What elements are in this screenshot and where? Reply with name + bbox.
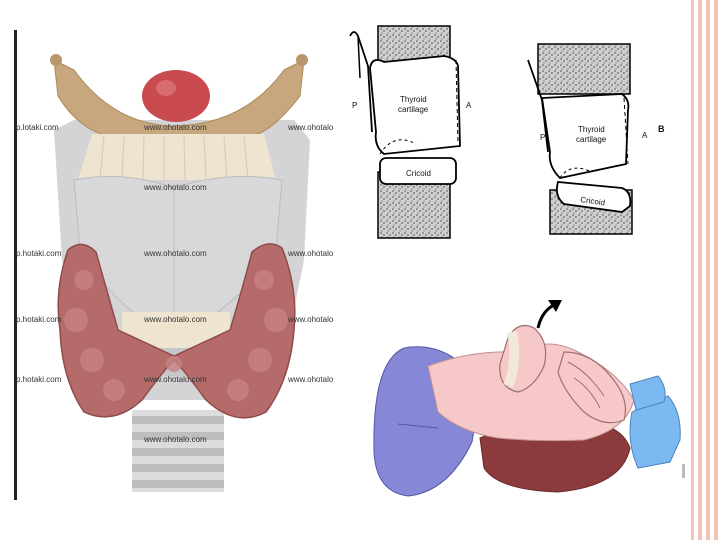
- cartilage-diagram-a: Thyroid cartilage Cricoid P A: [344, 22, 484, 242]
- watermark: www.ohotalo.com: [143, 435, 207, 444]
- posterior-label: P: [352, 101, 357, 110]
- thyroid-cartilage-label: Thyroid cartilage: [576, 125, 607, 144]
- thyroid-label-line: cartilage: [398, 105, 429, 114]
- thyroid-cartilage-outline: [540, 93, 630, 179]
- thyroid-cartilage-outline: [369, 55, 461, 155]
- thyroid-label-line: Thyroid: [400, 95, 427, 104]
- anterior-label: A: [642, 131, 648, 140]
- edge-watermark: p.hotaki.com: [16, 249, 62, 258]
- decorative-border: [690, 0, 720, 540]
- edge-watermark: www.ohotalo: [287, 249, 334, 258]
- thyroid-label-line: Thyroid: [578, 125, 605, 134]
- thyroid-cartilage-label: Thyroid cartilage: [398, 95, 429, 114]
- edge-watermark: www.ohotalo: [287, 315, 334, 324]
- watermark: www.ohotalo.com: [143, 315, 207, 324]
- edge-watermark: p.hotaki.com: [16, 315, 62, 324]
- edge-watermark: www.ohotalo: [287, 375, 334, 384]
- cricoid-outline: [555, 181, 632, 213]
- sleeve-cuff: [629, 375, 666, 411]
- cartilage-diagram-b: Thyroid cartilage Cricoid P A B: [524, 40, 674, 240]
- hyoid-bone: [53, 59, 305, 136]
- edge-watermark: www.ohotalo: [287, 123, 334, 132]
- watermark: www.ohotalo.com: [143, 123, 207, 132]
- edge-watermark: p.hotaki.com: [16, 375, 62, 384]
- airway-manoeuvre-image: [368, 292, 688, 502]
- thyroid-label-line: cartilage: [576, 135, 607, 144]
- watermark: www.ohotalo.com: [143, 183, 207, 192]
- cricoid-outline: [379, 157, 457, 185]
- cricoid-label: Cricoid: [580, 195, 606, 207]
- anterior-label: A: [466, 101, 472, 110]
- thyroid-larynx-image: www.ohotalo.com www.ohotalo.com www.ohot…: [14, 30, 344, 500]
- posterior-label: P: [540, 133, 545, 142]
- sleeve-cuff: [629, 395, 681, 469]
- cricoid-label: Cricoid: [406, 169, 431, 178]
- epiglottis: [142, 70, 210, 122]
- rescuer-hand: [557, 351, 627, 424]
- trachea-rings: [132, 410, 224, 492]
- edge-watermark: p.lotaki.com: [16, 123, 59, 132]
- figure-b-label: B: [658, 124, 665, 134]
- watermark: www.ohotalo.com: [143, 375, 207, 384]
- thyroid-gland: [57, 243, 296, 419]
- watermark: www.ohotalo.com: [143, 249, 207, 258]
